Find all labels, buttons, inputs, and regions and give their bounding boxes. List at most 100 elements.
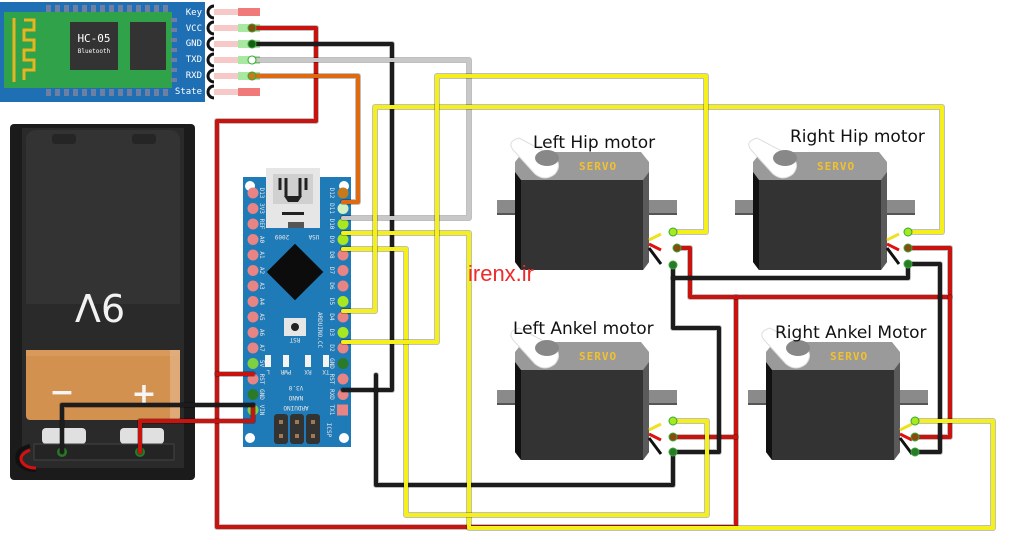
wire-right-ankle-power <box>913 295 952 439</box>
nano-pin-d13 <box>247 187 259 199</box>
bt-pin-gnd: GND <box>186 39 202 49</box>
nano-pin-gnd <box>247 389 259 400</box>
wire-d5-signal <box>341 105 944 313</box>
nano-pin-label: D5 <box>328 298 335 306</box>
wire-right-hip-ground <box>906 262 942 454</box>
nano-pin-d2 <box>337 342 349 354</box>
hc05-bluetooth-module: HC-05 Bluetooth Key VCC GND TXD RXD Stat… <box>0 2 260 102</box>
nano-pin-d7 <box>337 265 349 276</box>
nano-pin-label: A7 <box>258 344 265 352</box>
bt-pin-vcc: VCC <box>186 24 202 34</box>
nano-pin-label: D3 <box>328 329 335 337</box>
nano-pin-d6 <box>337 280 349 292</box>
wire-battery-plus <box>138 403 255 454</box>
servo-lead-connector <box>668 432 678 442</box>
servo-horn <box>510 137 559 179</box>
servo-badge: SERVO <box>579 350 617 363</box>
nano-pin-label: RXD <box>328 389 335 400</box>
servo-lead-connector <box>910 447 920 457</box>
nano-pin-d5 <box>337 296 349 307</box>
bt-pin-rxd: RXD <box>186 71 202 81</box>
servo-title-right-hip: Right Hip motor <box>790 127 925 147</box>
nano-pin-3v3 <box>247 203 259 214</box>
battery-cap <box>26 350 180 420</box>
servo-lead-connector <box>910 432 920 442</box>
nano-pin-label: D9 <box>328 236 335 244</box>
servo-badge: SERVO <box>830 350 868 363</box>
servo-left-ankle: SERVO <box>497 327 677 460</box>
icsp-header <box>274 414 320 444</box>
nano-pin-label: D6 <box>328 282 335 290</box>
wire-bt-txd <box>250 58 471 220</box>
nano-pin-a4 <box>247 296 259 307</box>
nano-pin-d8 <box>337 249 349 261</box>
arduino-nano: 2009 USA RST ARDUINO.CC L PWR RX TX V3.0… <box>243 168 351 447</box>
nano-year: 2009 <box>274 233 289 240</box>
bt-pin-connector <box>247 71 257 81</box>
wire-hip-ground <box>671 263 721 454</box>
bt-pin-key: Key <box>186 8 203 18</box>
nano-name-line2: NANO <box>288 394 303 401</box>
bt-pin-connector <box>247 55 257 65</box>
battery-voltage-label: 9V <box>75 285 125 329</box>
nano-pin-label: RST <box>328 374 335 385</box>
reset-label: RST <box>289 336 300 343</box>
nano-pin-label: D12 <box>328 188 335 199</box>
nano-pin-label: A3 <box>258 282 265 290</box>
servo-left-hip: SERVO <box>497 137 677 270</box>
nano-pin-a5 <box>247 311 259 323</box>
servo-body <box>753 162 887 270</box>
servo-body <box>766 352 900 460</box>
nano-pin-d11 <box>337 203 349 214</box>
nano-pin-label: REF <box>258 219 265 230</box>
led-rx-label: RX <box>304 368 312 375</box>
nano-pin-d4 <box>337 311 349 323</box>
nano-pin-rst <box>247 373 259 385</box>
nano-pin-label: GND <box>328 358 335 369</box>
nano-pin-label: D10 <box>328 219 335 230</box>
icsp-label: ICSP <box>325 423 332 438</box>
nano-pin-label: D8 <box>328 251 335 259</box>
led-l-label: L <box>266 368 270 375</box>
wire-hip-link-ground <box>671 262 910 280</box>
servo-lead-connector <box>668 260 678 270</box>
wire-nano-gnd-servo <box>374 373 675 487</box>
wire-d10-signal <box>341 231 995 530</box>
nano-pin-a6 <box>247 327 259 338</box>
nano-name-line1: ARDUINO <box>283 404 309 411</box>
wire-joints <box>247 23 920 457</box>
nano-pin-d10 <box>337 218 349 230</box>
nano-site-label: ARDUINO.CC <box>316 312 323 349</box>
nano-pin-label: TX1 <box>328 405 335 416</box>
nano-pin-ref <box>247 218 259 230</box>
servo-title-left-ankle: Left Ankel motor <box>513 319 654 339</box>
nano-usa: USA <box>308 233 319 240</box>
nano-pin-label: A2 <box>258 267 265 275</box>
bt-state-header <box>238 88 260 96</box>
servo-horn <box>761 327 810 369</box>
wire-d9-signal <box>341 247 709 517</box>
bt-pin-state: State <box>175 87 202 97</box>
wires <box>59 25 996 531</box>
wire-bt-rxd <box>250 74 360 204</box>
nano-pin-label: D11 <box>328 203 335 214</box>
servo-lead-connector <box>668 227 678 237</box>
led-pwr-label: PWR <box>280 368 291 375</box>
nano-pin-label: A0 <box>258 236 265 244</box>
servo-lead-connector <box>668 416 678 426</box>
servo-lead-connector <box>903 259 913 269</box>
battery-9v: 9V − + <box>10 124 195 480</box>
servo-lead-connector <box>910 416 920 426</box>
bt-key-header <box>238 8 260 16</box>
nano-pin-label: VIN <box>258 405 265 416</box>
nano-pin-label: D13 <box>258 188 265 199</box>
nano-pin-label: A5 <box>258 313 265 321</box>
servo-right-ankle: SERVO <box>748 327 928 460</box>
nano-pin-label: D2 <box>328 344 335 352</box>
nano-pin-tx1 <box>337 404 348 416</box>
nano-pin-d3 <box>337 327 349 338</box>
